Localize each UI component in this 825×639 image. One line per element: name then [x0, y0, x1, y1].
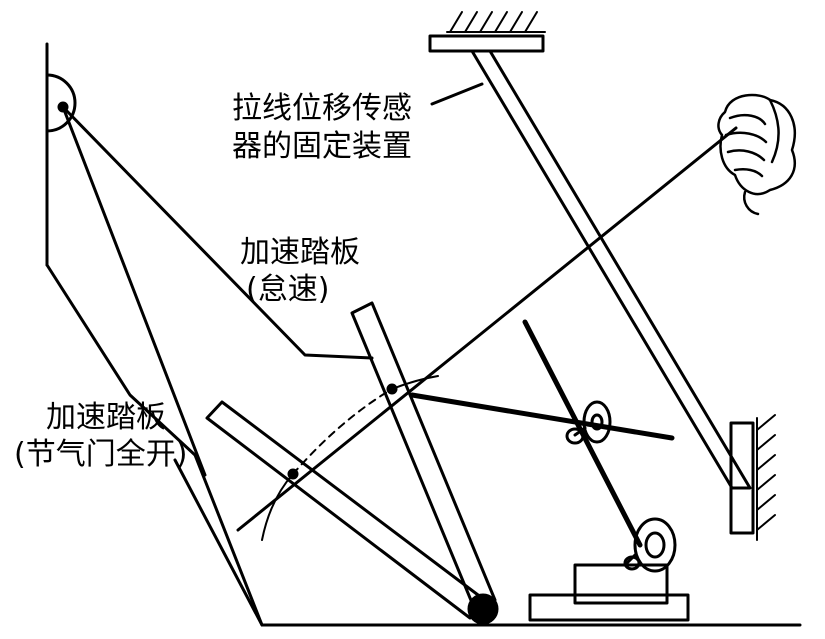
cable-to-full-pedal: [61, 105, 207, 477]
label-sensor-mount-line1: 拉线位移传感: [232, 91, 412, 126]
sensor-base: [528, 593, 690, 622]
top-mount-plate: [428, 34, 545, 53]
attach-arc-extension: [391, 375, 439, 390]
sensor-box: [573, 563, 669, 605]
label-pedal-idle-line1: 加速踏板: [240, 235, 360, 270]
right-mount-plate: [729, 421, 755, 535]
label-pedal-idle: 加速踏板 (怠速): [240, 235, 360, 307]
attach-arc-lower: [261, 473, 294, 541]
wall-pulley: [45, 73, 77, 133]
right-wall-hatch: [756, 414, 776, 541]
hand-icon: [717, 93, 797, 216]
label-pedal-full-line1: 加速踏板: [46, 400, 166, 435]
inner-floor-line: [173, 458, 264, 627]
pedal-full: [205, 400, 492, 620]
label-pedal-full-line2: (节气门全开): [14, 437, 187, 472]
label-sensor-mount: 拉线位移传感 器的固定装置: [232, 91, 412, 164]
label-pedal-idle-line2: (怠速): [246, 272, 329, 307]
cable-to-idle-pedal: [61, 105, 374, 360]
label-sensor-mount-line2: 器的固定装置: [232, 129, 412, 164]
sensor-knob-disc-inner: [590, 413, 604, 431]
sensor-shaft-end: [623, 555, 641, 571]
attach-arc-dashed: [292, 388, 393, 475]
pedal-idle: [350, 301, 497, 612]
floor-profile: [45, 263, 802, 627]
label-pedal-full: 加速踏板 (节气门全开): [14, 400, 187, 472]
sensor-rod-1: [409, 392, 675, 441]
sensor-fixed-strut: [470, 49, 752, 490]
strut-label-leader: [430, 82, 484, 106]
top-ceiling-hatch: [446, 11, 546, 33]
sensor-drum: [633, 517, 677, 573]
sensor-drum-inner: [644, 531, 666, 559]
sensor-knob-disc: [582, 400, 612, 444]
sensor-knob-end: [565, 427, 585, 445]
pull-wire: [236, 126, 738, 532]
